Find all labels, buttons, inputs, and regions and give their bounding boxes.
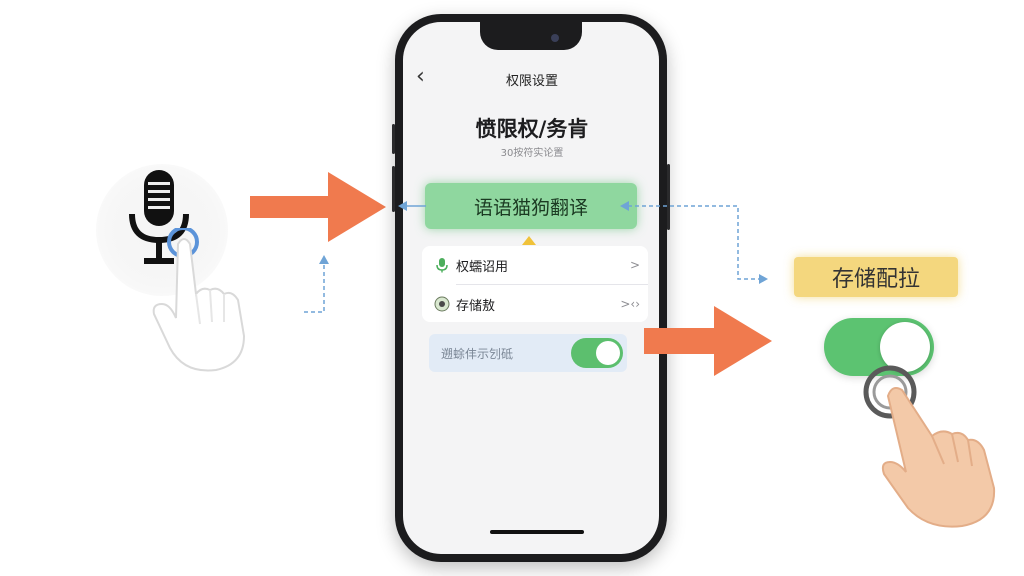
list-item-label: 存储敖 xyxy=(456,298,496,314)
list-divider xyxy=(456,284,648,285)
microphone-icon[interactable] xyxy=(124,166,196,270)
dashed-arrow-up-icon xyxy=(304,255,329,313)
back-chevron-icon[interactable]: ‹ xyxy=(416,64,425,89)
storage-permission-badge: 存储配拉 xyxy=(794,257,958,297)
storage-icon xyxy=(434,296,450,312)
toggle-setting-label: 遡蜍仹示刉砥 xyxy=(441,347,514,361)
storage-toggle-switch[interactable] xyxy=(824,318,934,376)
page-subtitle: 30按符实论置 xyxy=(500,148,564,159)
chevron-right-icon: > xyxy=(629,258,640,272)
camera-icon xyxy=(551,34,559,42)
arrow-right-icon xyxy=(644,306,772,376)
tapping-hand-icon xyxy=(152,228,246,372)
arrow-right-icon xyxy=(250,172,386,242)
setting-toggle-switch[interactable] xyxy=(571,338,623,368)
home-indicator xyxy=(490,530,584,534)
list-item-label: 权蠕诏用 xyxy=(456,259,509,275)
nav-title: 权限设置 xyxy=(505,74,558,89)
page-title: 愤限权/务肯 xyxy=(475,117,589,141)
toggle-knob xyxy=(596,341,620,365)
settings-list: 权蠕诏用 > 存储敖 >‹› xyxy=(422,246,648,322)
microphone-small-icon xyxy=(436,258,448,273)
toggle-setting-row: 遡蜍仹示刉砥 xyxy=(429,334,627,372)
phone-notch xyxy=(480,20,582,50)
toggle-knob xyxy=(880,322,930,372)
caret-up-icon xyxy=(522,236,536,245)
list-item-microphone[interactable]: 权蠕诏用 > xyxy=(422,246,648,284)
list-item-storage[interactable]: 存储敖 >‹› xyxy=(422,285,648,323)
dashed-connector-icon xyxy=(398,201,768,284)
chevron-right-icon: >‹› xyxy=(620,297,640,311)
tapping-hand-icon xyxy=(863,365,996,528)
translator-highlight-card[interactable]: 语语猫狗翻译 xyxy=(425,183,637,229)
